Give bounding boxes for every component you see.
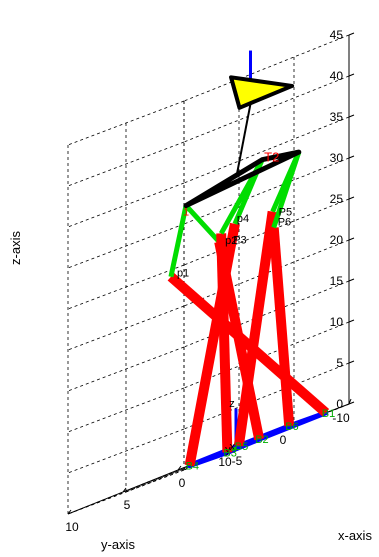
z-tick-mark <box>348 278 355 282</box>
platform-mast <box>235 103 252 178</box>
y-tick-mark <box>348 398 352 405</box>
x-tick-label: 5 <box>124 498 131 512</box>
z-tick-mark <box>348 155 355 159</box>
z-tick-mark <box>348 114 355 118</box>
leg-2-link <box>184 203 222 244</box>
leg-4-actuator <box>184 222 240 467</box>
leg-point-p2-label: p2 <box>225 235 237 247</box>
z-tick-label: 35 <box>330 110 344 124</box>
z-tick-label: 25 <box>330 192 344 206</box>
x-tick-label: -5 <box>232 454 243 468</box>
z-tick-mark <box>348 360 355 364</box>
z-tick-label: 10 <box>330 315 344 329</box>
z-tick-mark <box>348 319 355 323</box>
y-tick-label: 10 <box>218 455 232 469</box>
leg-point-P3-label: P3 <box>233 234 246 246</box>
x-tick-label: 10 <box>65 520 79 534</box>
grid-line-back-wall-z <box>67 182 185 228</box>
z-tick-label: 45 <box>330 28 344 42</box>
z-tick-mark <box>348 32 355 36</box>
z-tick-mark <box>348 401 355 405</box>
robot-structure <box>167 50 330 469</box>
x-tick-mark <box>177 465 182 471</box>
x-tick-mark <box>122 487 127 493</box>
platform-corner-1-label: 1 <box>183 207 189 219</box>
leg-point-P6-label: P6 <box>278 217 291 229</box>
leg-6-link <box>271 151 302 229</box>
z-tick-label: 30 <box>330 151 344 165</box>
base-corner-B4-label: B4 <box>186 461 199 473</box>
z-tick-label: 5 <box>336 356 343 370</box>
base-corner-B6-label: B6 <box>285 421 298 433</box>
z-axis-label: z-axis <box>8 231 23 265</box>
z-tick-label: 40 <box>330 69 344 83</box>
z-tick-label: 0 <box>336 397 343 411</box>
axes <box>67 32 355 515</box>
z-tick-mark <box>348 237 355 241</box>
leg-point-P5-label: P5 <box>279 207 292 219</box>
x-tick-label: 0 <box>179 476 186 490</box>
base-corner-B1-label: B1 <box>322 408 335 420</box>
z-tick-label: 20 <box>330 233 344 247</box>
moving-platform <box>183 149 302 209</box>
base-frame-x-label: x <box>229 441 235 453</box>
base-frame-z-label: z <box>229 398 235 410</box>
leg-point-p1-label: p1 <box>177 268 189 280</box>
leg-6-actuator <box>268 227 295 427</box>
base-corner-B3-label: B3 <box>223 447 236 459</box>
x-axis-label: x-axis <box>338 528 372 543</box>
grid-line-back-wall-z <box>67 387 185 433</box>
upper-triangle <box>229 75 295 110</box>
platform-corner-t2-label: T2 <box>264 150 279 165</box>
leg-point-p4-label: p4 <box>237 213 249 225</box>
z-tick-mark <box>348 73 355 77</box>
grid-line-back-wall-z <box>67 428 185 474</box>
grid-line-back-wall-z <box>67 141 185 187</box>
y-axis-label: y-axis <box>101 537 135 552</box>
x-tick-mark <box>67 509 72 515</box>
z-tick-mark <box>348 196 355 200</box>
base-corner-B2-label: B2 <box>255 434 268 446</box>
base-frame-y-label: y <box>225 444 231 456</box>
grid-lines <box>67 34 350 515</box>
base-corner-B5-label: B5 <box>235 441 248 453</box>
y-tick-label: -10 <box>332 411 350 425</box>
leg-1-link <box>168 205 189 278</box>
z-tick-label: 15 <box>330 274 344 288</box>
leg-5-actuator <box>233 210 278 447</box>
y-tick-label: 0 <box>280 433 287 447</box>
